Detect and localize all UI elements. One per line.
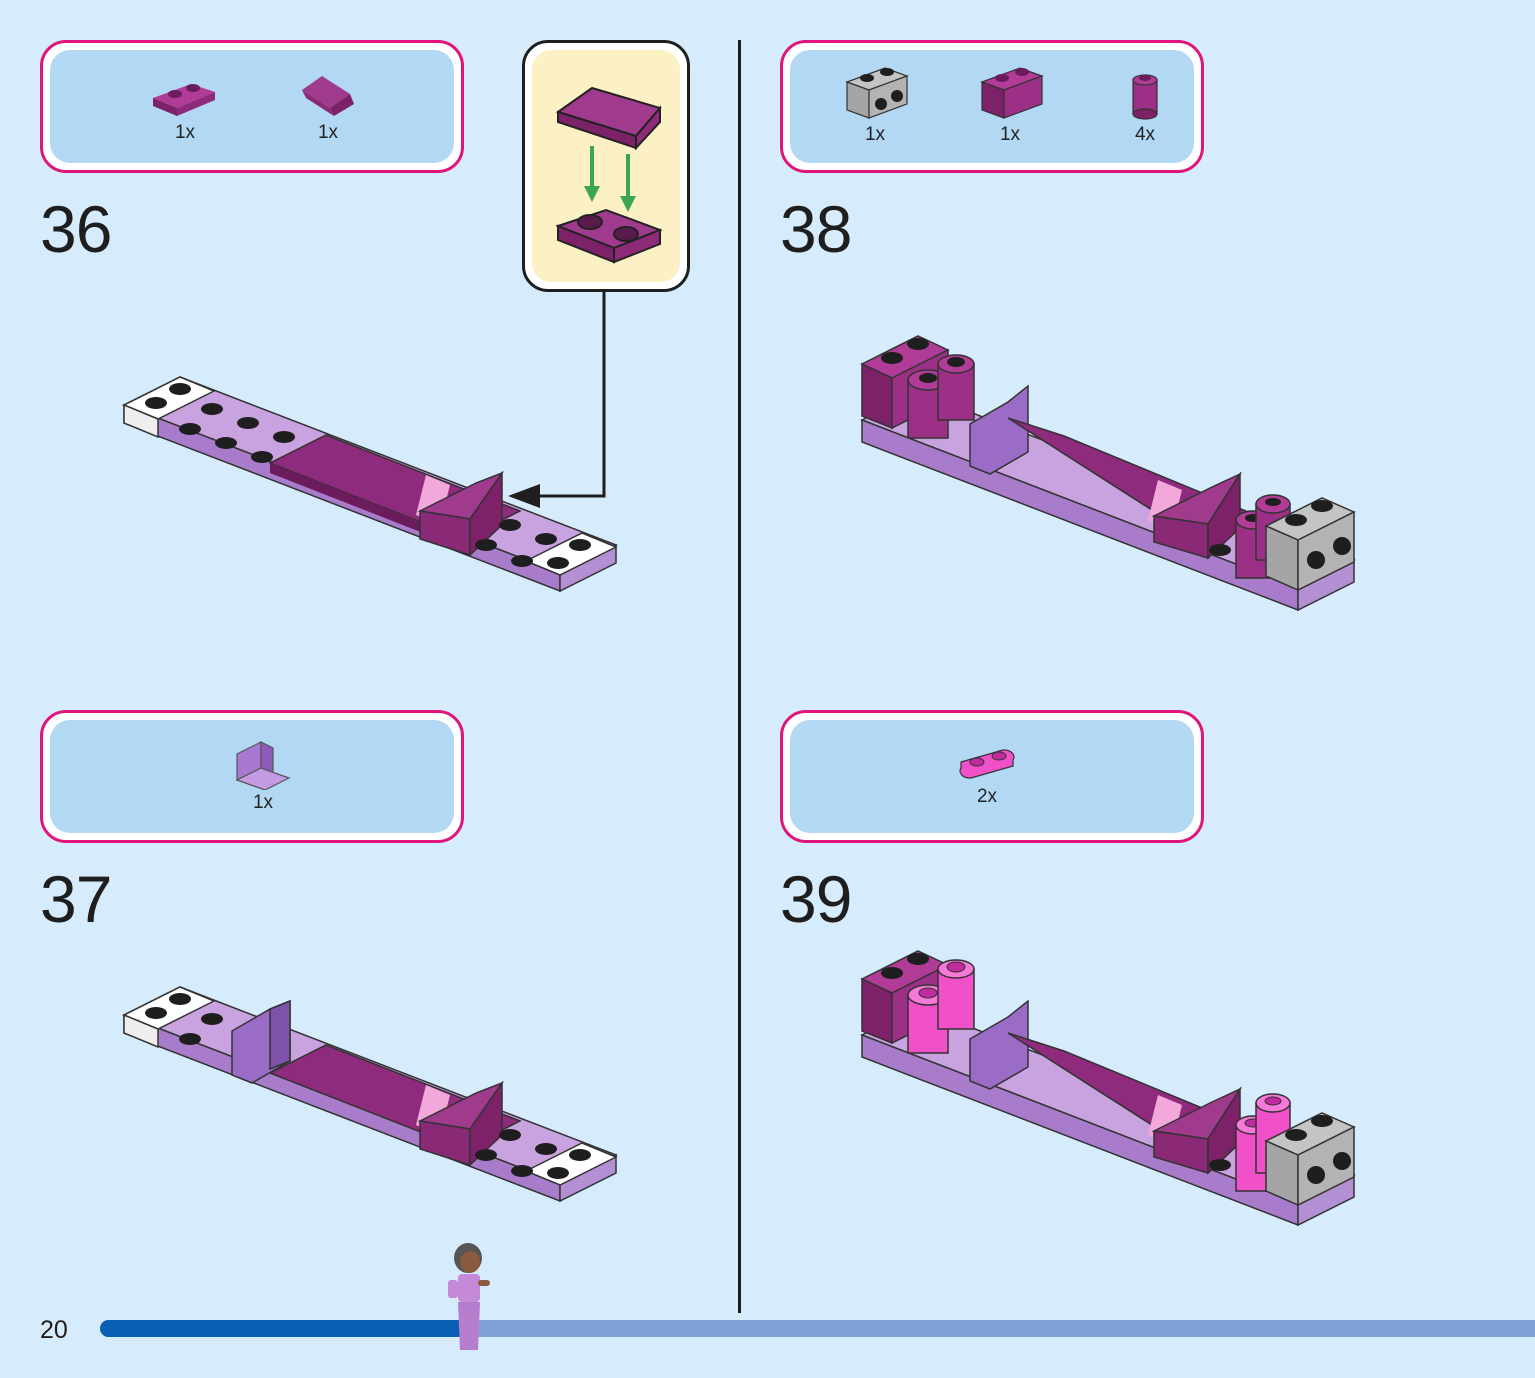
step-number: 37 — [40, 862, 112, 936]
part-qty: 1x — [864, 124, 886, 145]
part-brick-1x2: 1x — [965, 60, 1055, 146]
parts-list-step-39: 2x — [780, 710, 1204, 843]
round-plate-icon — [959, 749, 1015, 779]
parts-list-step-37: 1x — [40, 710, 464, 843]
step-number: 38 — [780, 192, 852, 266]
part-qty: 4x — [1134, 124, 1156, 145]
part-brick-1x2-with-holes: 1x — [830, 60, 920, 146]
technic-brick-icon — [845, 67, 909, 119]
round-brick-icon — [1132, 74, 1158, 120]
sub-assembly-callout — [522, 40, 690, 292]
part-round-plate-1x2: 2x — [942, 738, 1032, 808]
brick-icon — [980, 67, 1044, 119]
part-plate-1x2: 1x — [140, 70, 230, 144]
part-qty: 2x — [976, 786, 998, 807]
down-arrow-icon — [584, 146, 636, 212]
panel-icon — [235, 741, 291, 790]
plate-1x2-icon — [153, 84, 215, 116]
progress-bar — [100, 1320, 1535, 1337]
step-number: 39 — [780, 862, 852, 936]
parts-list-step-36: 1x 1x — [40, 40, 464, 173]
part-slope-1x2: 1x — [283, 70, 373, 144]
build-model-step-37 — [122, 986, 618, 1203]
column-divider — [738, 40, 741, 1313]
part-qty: 1x — [317, 122, 339, 143]
sub-assembly-diagram — [555, 86, 663, 264]
slope-icon — [302, 76, 354, 116]
build-model-step-39 — [860, 950, 1356, 1227]
parts-list-step-38: 1x 1x 4x — [780, 40, 1204, 173]
part-panel-1x2: 1x — [218, 734, 308, 814]
build-model-step-38 — [860, 335, 1356, 612]
build-model-step-36 — [122, 376, 618, 593]
part-qty: 1x — [174, 122, 196, 143]
minifigure-icon — [448, 1243, 490, 1350]
progress-bar-fill — [100, 1320, 466, 1337]
part-round-brick-1x1: 4x — [1100, 60, 1190, 146]
page-number: 20 — [40, 1316, 68, 1344]
part-qty: 1x — [999, 124, 1021, 145]
callout-pointer-arrow-icon — [508, 292, 606, 508]
step-number: 36 — [40, 192, 112, 266]
part-qty: 1x — [252, 792, 274, 813]
